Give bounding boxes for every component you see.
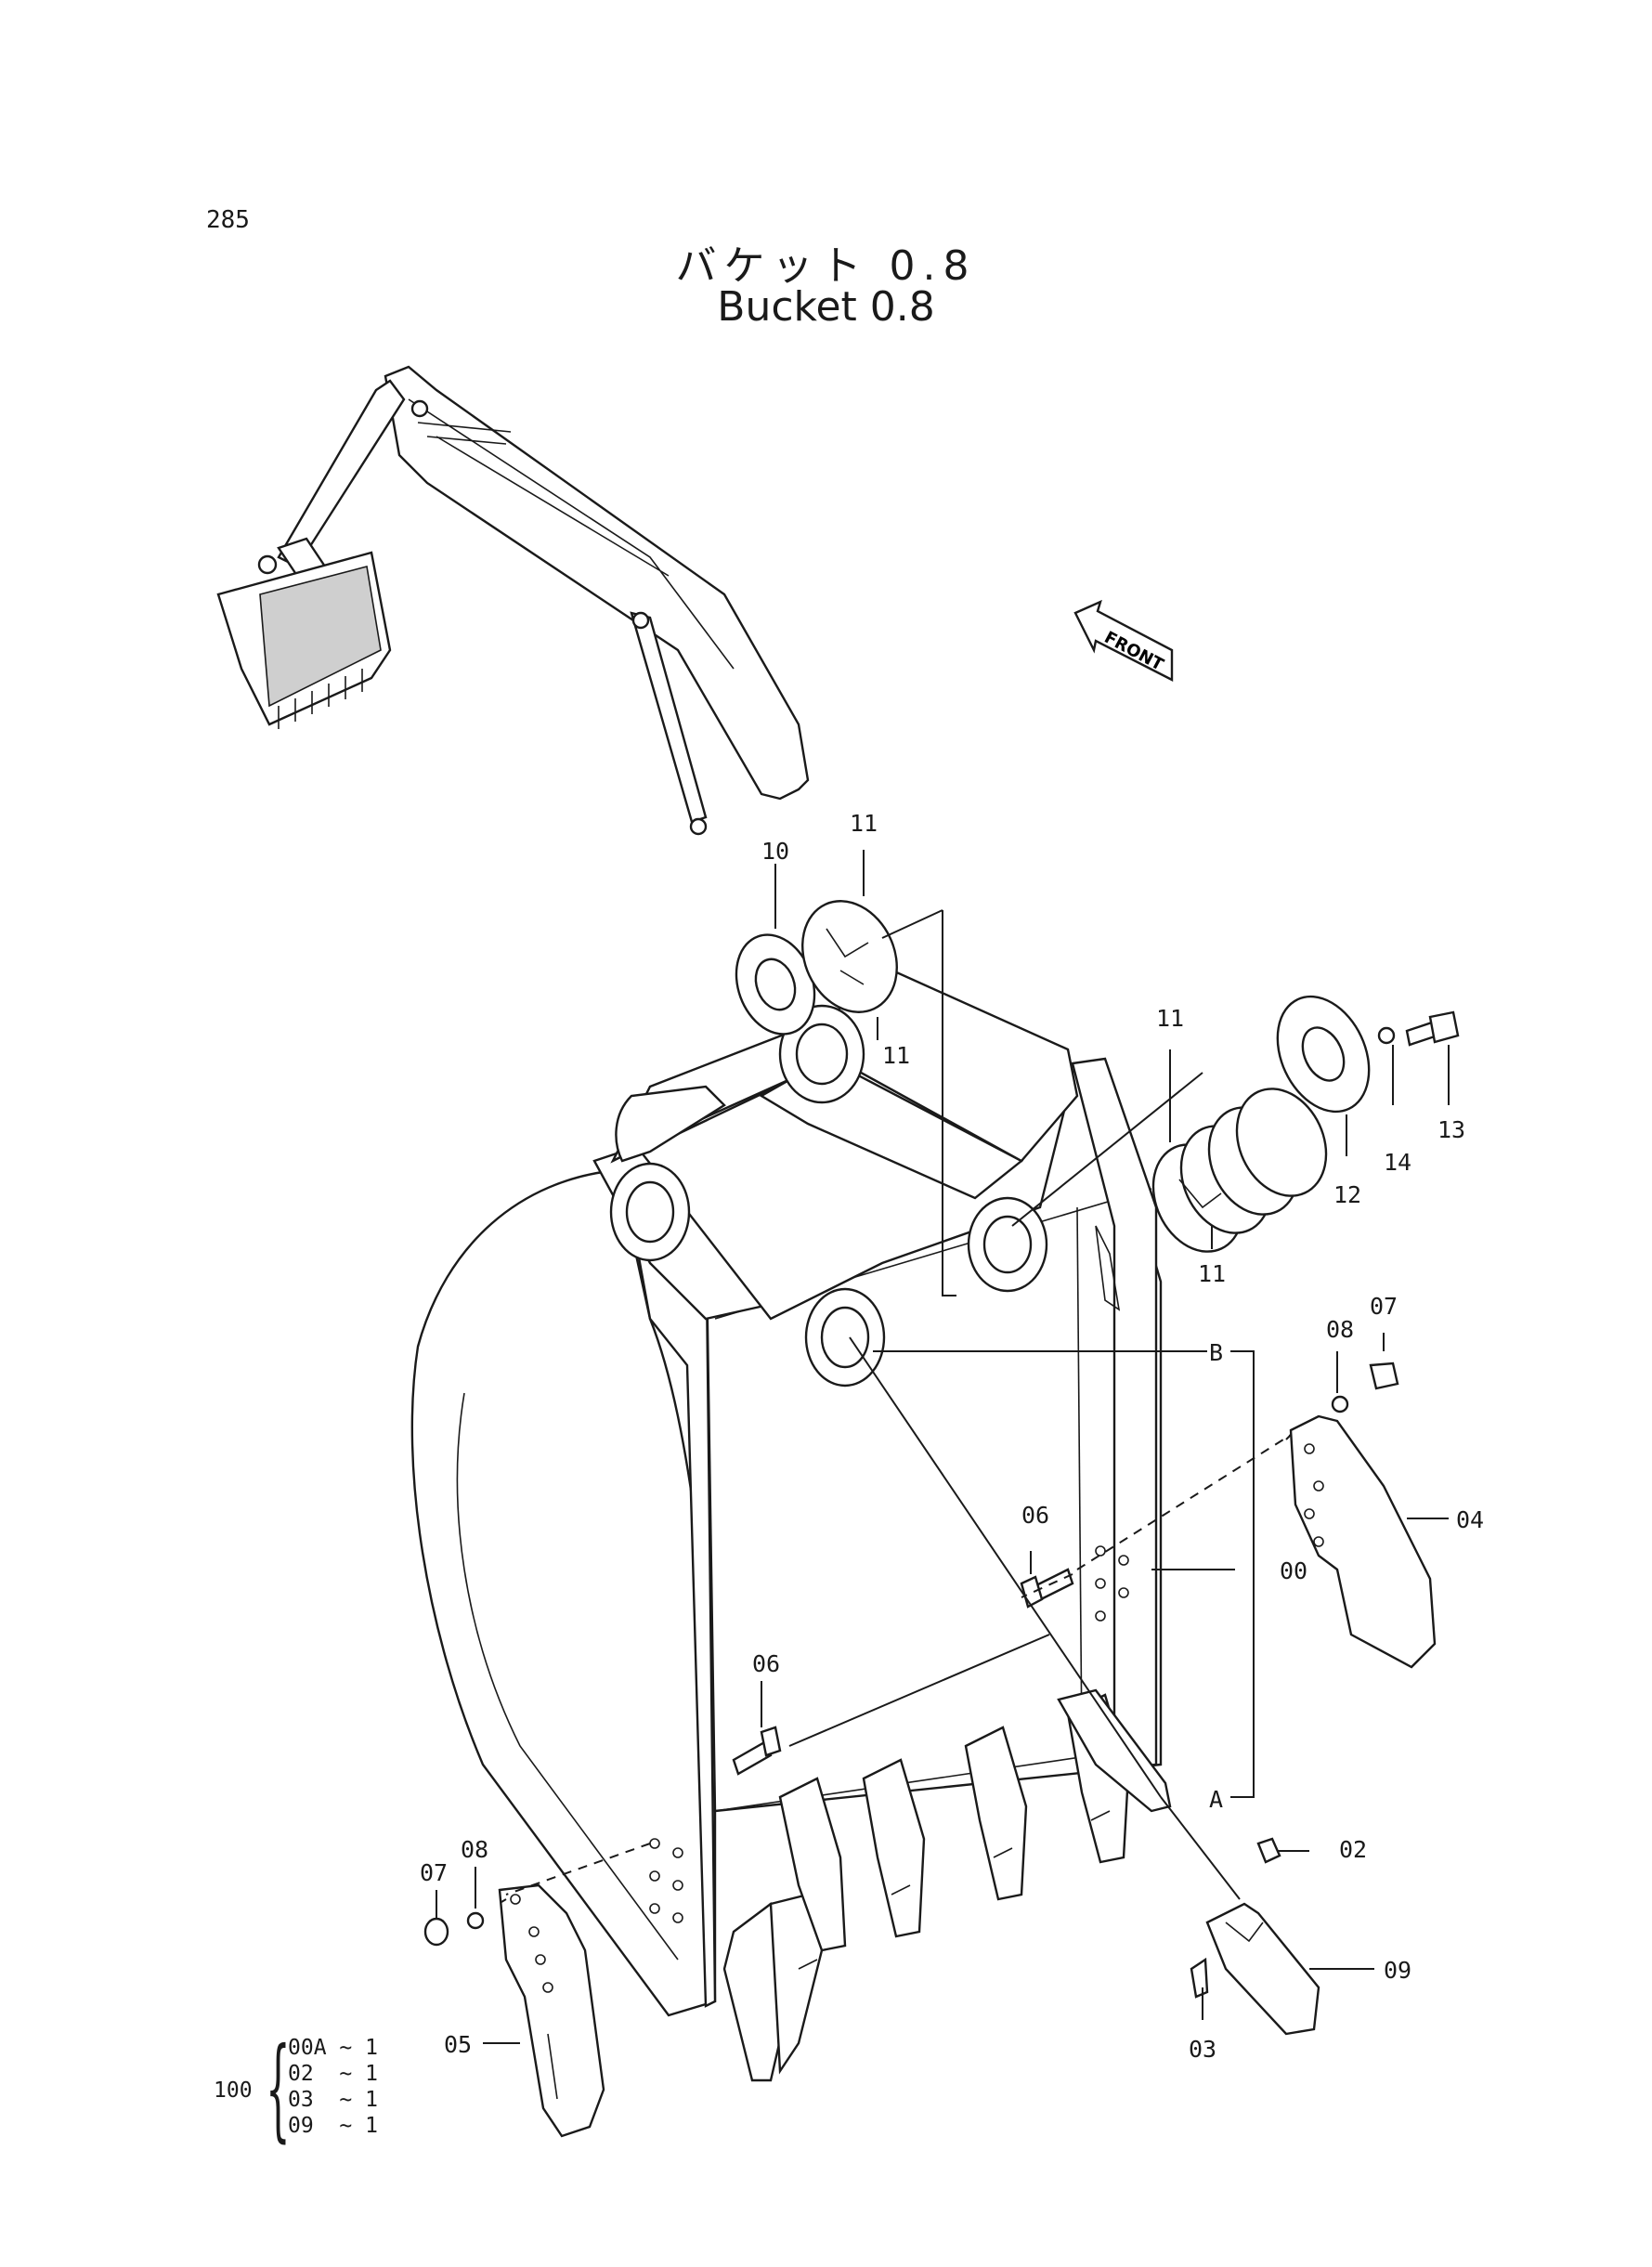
kit-quantity: 100 [214, 2078, 253, 2103]
side-cutter-parts [423, 1362, 1437, 2138]
callout-11-right-top: 11 [1156, 1005, 1184, 1032]
callout-03: 03 [1189, 2036, 1216, 2063]
bucket-body [410, 922, 1163, 2017]
bucket-pin-bosses [609, 1004, 1121, 1388]
kit-items: 00A ~ 1 02 ~ 1 03 ~ 1 09 ~ 1 [288, 2036, 378, 2140]
kit-brace: { [266, 2025, 291, 2154]
kit-item: 09 ~ 1 [288, 2114, 378, 2138]
hinge-shim-parts [735, 900, 1460, 1253]
kit-item: 03 ~ 1 [288, 2088, 378, 2112]
bucket-teeth [722, 1688, 1172, 2082]
callout-05: 05 [444, 2031, 472, 2058]
side-bolt-holes [649, 1545, 1129, 1923]
callout-09: 09 [1384, 1957, 1411, 1984]
title-japanese: バケット 0.8 [675, 242, 977, 290]
page-number: 285 [206, 206, 250, 234]
callout-11-right-bottom: 11 [1198, 1260, 1226, 1287]
callout-07-left: 07 [420, 1859, 448, 1886]
callout-08-left: 08 [461, 1836, 488, 1863]
callout-13: 13 [1437, 1116, 1465, 1143]
callout-12: 12 [1333, 1181, 1361, 1208]
kit-item: 02 ~ 1 [288, 2062, 378, 2086]
callout-14: 14 [1384, 1149, 1411, 1176]
callout-00: 00 [1280, 1557, 1307, 1584]
title-english: Bucket 0.8 [717, 283, 935, 331]
callout-11-top: 11 [850, 810, 878, 837]
callout-04: 04 [1456, 1506, 1484, 1533]
callout-07-right: 07 [1370, 1293, 1398, 1320]
callout-08-right: 08 [1326, 1316, 1354, 1343]
callout-02: 02 [1339, 1836, 1367, 1863]
callout-A: A [1209, 1786, 1223, 1813]
excavator-arm-overview [216, 365, 810, 836]
kit-item: 00A ~ 1 [288, 2036, 378, 2060]
callout-06-lower: 06 [752, 1650, 780, 1677]
leader-lines [436, 850, 1450, 2044]
tooth-assembly-parts [1190, 1837, 1320, 2036]
callout-06-upper: 06 [1021, 1502, 1049, 1529]
callout-labels: 00 02 03 04 05 06 06 07 07 08 08 09 10 1… [420, 810, 1484, 2063]
callout-B: B [1209, 1339, 1223, 1366]
front-arrow: FRONT [1073, 599, 1174, 682]
callout-10: 10 [761, 838, 789, 865]
callout-11-mid: 11 [882, 1042, 910, 1069]
